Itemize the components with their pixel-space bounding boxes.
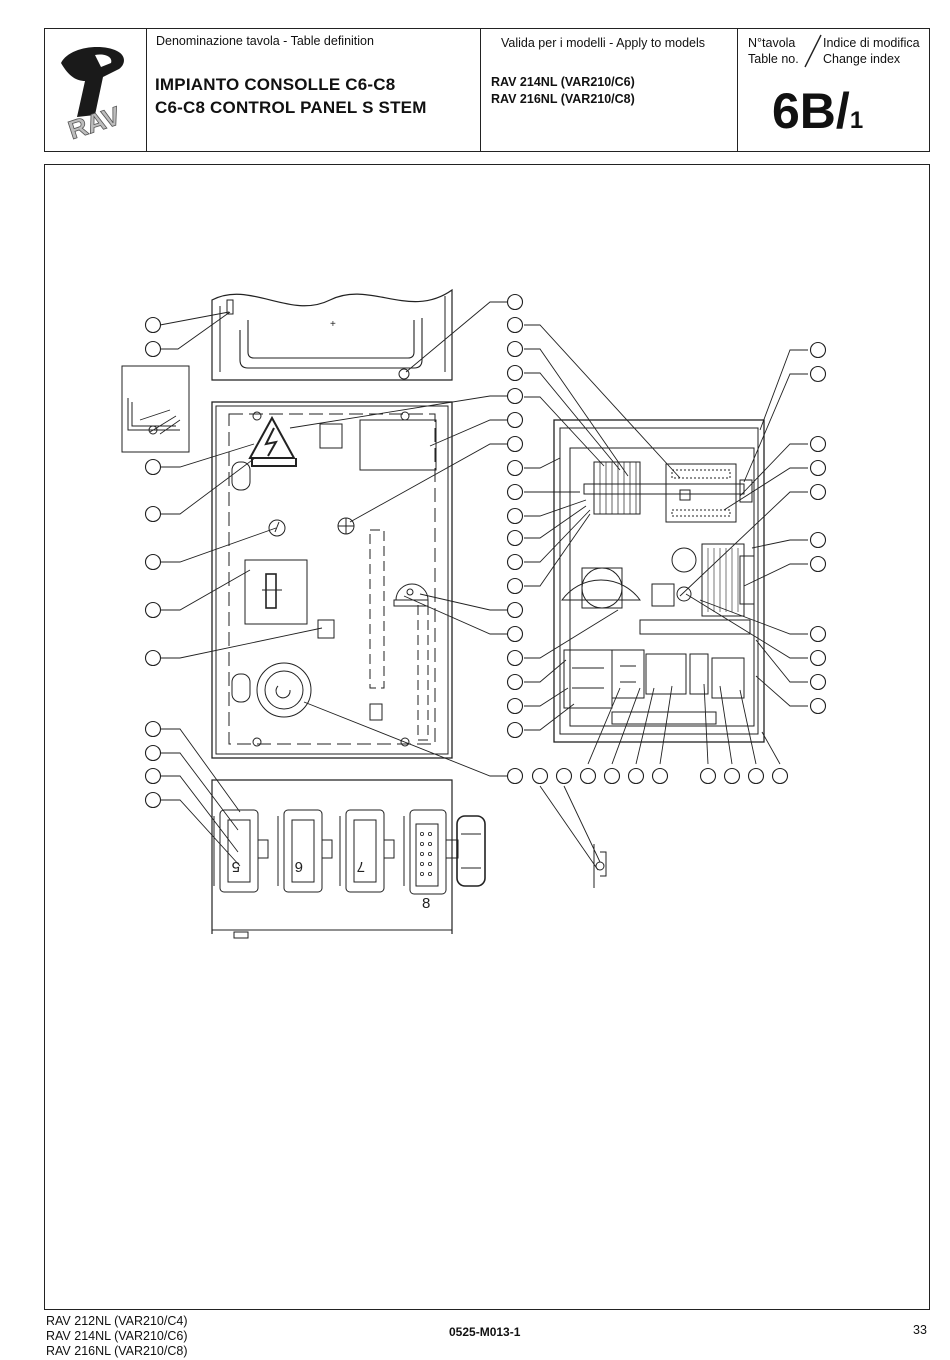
table-no-label-en: Table no. [748,52,799,66]
drawing-frame [44,164,930,1310]
connector-6 [277,809,333,893]
connector-label-6: 6 [295,858,303,875]
table-number-value: 6B/ [772,83,850,139]
connector-box [211,779,486,939]
rav-logo: RAV [51,37,141,146]
page-number: 33 [913,1323,927,1337]
panel-lid: + [211,288,453,381]
callout-circles [144,293,827,809]
panel-interior [553,419,765,743]
detail-inset [121,365,190,453]
table-definition-label: Denominazione tavola - Table definition [156,34,374,48]
change-index-value: 1 [849,107,864,134]
divider [146,29,147,151]
connector-label-5: 5 [232,858,240,875]
title-italian: IMPIANTO CONSOLLE C6-C8 [155,75,396,94]
logo-text: RAV [65,100,125,145]
din-clip-detail [593,844,607,888]
rav-logo-icon: RAV [61,47,125,146]
callout-leaders [159,301,808,871]
connector-8 [403,809,459,895]
footer-model-2: RAV 214NL (VAR210/C6) [46,1329,188,1343]
title-block: RAV Denominazione tavola - Table definit… [44,28,930,152]
footer-model-1: RAV 212NL (VAR210/C4) [46,1314,188,1328]
slash-divider [804,34,822,68]
change-index-label-it: Indice di modifica [823,36,920,50]
footer-models: RAV 212NL (VAR210/C4) RAV 214NL (VAR210/… [46,1314,188,1359]
document-code: 0525-M013-1 [449,1325,521,1339]
panel-door [211,401,453,759]
change-index-label-en: Change index [823,52,901,66]
table-no-label-it: N°tavola [748,36,796,50]
title-english: C6-C8 CONTROL PANEL S STEM [155,98,427,117]
table-number: 6B/1 [772,81,863,151]
connector-label-8: 8 [422,895,430,912]
valid-models-label: Valida per i modelli - Apply to models [501,36,706,50]
connector-5 [213,809,269,893]
svg-text:+: + [330,319,336,330]
model-1: RAV 214NL (VAR210/C6) [491,75,635,89]
door-screws [252,411,410,747]
divider [737,29,738,151]
model-2: RAV 216NL (VAR210/C8) [491,92,635,106]
connector-label-7: 7 [357,858,365,875]
divider [480,29,481,151]
connector-7 [339,809,395,893]
footer-model-3: RAV 216NL (VAR210/C8) [46,1344,188,1358]
